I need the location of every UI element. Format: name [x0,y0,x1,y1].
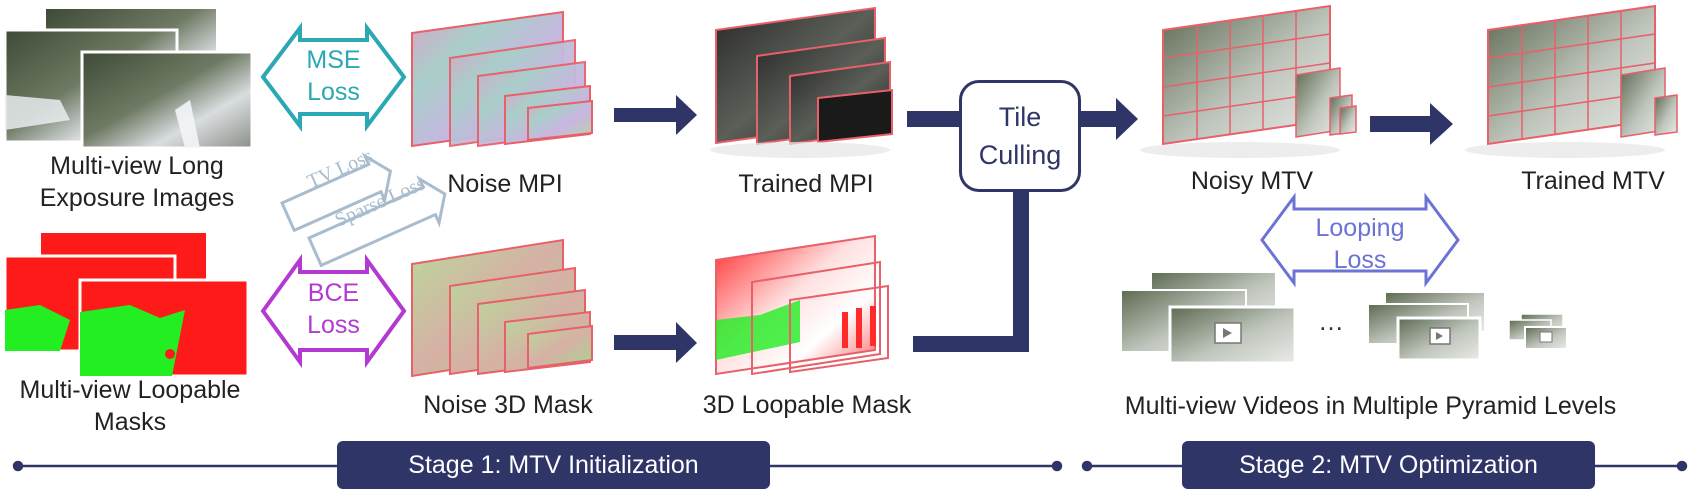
pyramid-videos [1120,271,1568,365]
arrow-culling-to-mtv [1081,98,1138,140]
arrow-noise-mpi-to-trained [614,95,697,135]
noise-3d-mask-stack [411,238,593,378]
loopable-3d-mask-stack [715,234,889,376]
long-exposure-label-line2: Exposure Images [39,184,235,212]
tv-loss-shape [280,152,393,233]
bce-loss-shape [260,253,407,369]
long-exposure-label-line1: Multi-view Long [50,152,224,180]
looping-loss-line1: Looping [1315,214,1405,242]
trained-mtv-label: Trained MTV [1521,167,1665,195]
trained-mpi-label: Trained MPI [738,170,874,198]
long-exposure-images [3,7,254,150]
stage2-badge: Stage 2: MTV Optimization [1182,441,1595,489]
loopable-masks-label-line1: Multi-view Loopable [19,376,241,404]
mse-loss-label: MSE Loss [300,44,367,108]
tile-culling-line1: Tile [998,102,1042,132]
line-mask-horizontal [913,336,1020,352]
loopable-masks [3,231,250,378]
ellipsis-separator: … [1318,306,1344,336]
mse-loss-line2: Loss [307,78,360,106]
flow-arrows [614,95,1453,363]
line-mask-vertical [1013,190,1029,352]
bce-loss-line2: Loss [307,311,360,339]
trained-mtv-grid [1465,4,1678,158]
long-exposure-label: Multi-view Long Exposure Images [12,150,262,214]
pyramid-videos-label: Multi-view Videos in Multiple Pyramid Le… [1124,392,1617,420]
loopable-masks-label-line2: Masks [93,408,167,436]
looping-loss-line2: Loss [1333,246,1387,274]
noise-3d-mask-label: Noise 3D Mask [423,391,593,419]
noise-mpi-label: Noise MPI [447,170,563,198]
loopable-masks-label: Multi-view Loopable Masks [2,374,258,438]
stage1-badge: Stage 1: MTV Initialization [337,441,770,489]
trained-mpi-stack [710,6,893,158]
arrow-noise-mask-to-loopable [614,322,697,363]
tile-culling-line2: Culling [978,140,1062,170]
loopable-3d-mask-label: 3D Loopable Mask [702,391,912,419]
bce-loss-label: BCE Loss [300,277,367,341]
mse-loss-shape [260,22,407,132]
looping-loss-shape [1260,192,1460,288]
noisy-mtv-grid [1140,4,1357,158]
noise-mpi-stack [411,10,593,148]
looping-loss-label: Looping Loss [1294,212,1426,276]
arrow-mtv-to-trained [1370,103,1453,145]
mse-loss-line1: MSE [306,46,361,74]
line-trained-mpi-to-culling [907,111,961,127]
bce-loss-line1: BCE [307,279,360,307]
noisy-mtv-label: Noisy MTV [1190,167,1314,195]
sparse-loss-shape [307,175,447,268]
tile-culling-box: Tile Culling [959,80,1081,192]
